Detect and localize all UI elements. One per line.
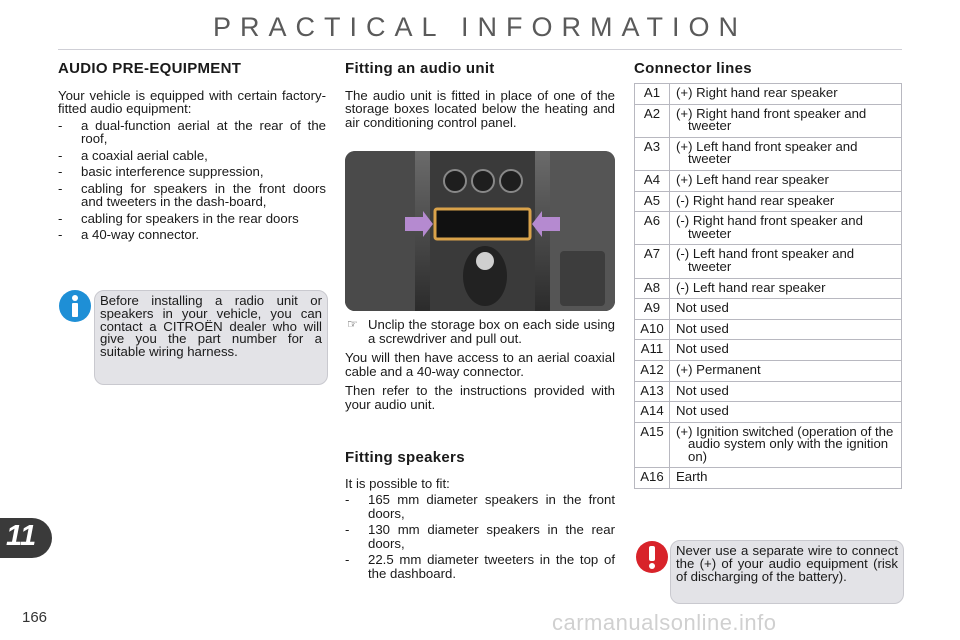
connector-description: (+) Left hand front speaker and tweeter: [669, 136, 902, 171]
page-header: PRACTICAL INFORMATION: [212, 12, 747, 42]
audio-equipment-list: -a dual-function aerial at the rear of t…: [58, 117, 326, 242]
info-note-text: Before installing a radio unit or speake…: [100, 293, 322, 360]
connector-heading: Connector lines: [634, 60, 752, 77]
connector-code: A8: [634, 277, 670, 300]
list-item: -cabling for speakers in the rear doors: [58, 210, 299, 226]
step-text: Unclip the storage box on each side usin…: [368, 317, 615, 346]
warning-note-text: Never use a separate wire to connect the…: [676, 543, 898, 584]
table-row: A4(+) Left hand rear speaker: [634, 169, 902, 192]
connector-description: (+) Right hand front speaker and tweeter: [669, 103, 902, 138]
connector-code: A12: [634, 359, 670, 382]
page-number: 166: [22, 609, 48, 626]
list-item: -22.5 mm diameter tweeters in the top of…: [345, 552, 615, 581]
info-icon: [59, 290, 91, 322]
connector-code: A5: [634, 190, 670, 213]
list-item: -basic interference suppression,: [58, 164, 264, 179]
connector-description: Not used: [669, 401, 902, 423]
connector-code: A16: [634, 467, 670, 490]
connector-description: (-) Left hand front speaker and tweeter: [669, 244, 902, 279]
audio-heading: AUDIO PRE-EQUIPMENT: [58, 60, 242, 77]
fitting-unit-para1: You will then have access to an aerial c…: [345, 350, 615, 379]
connector-code: A11: [634, 339, 670, 361]
list-item: -a coaxial aerial cable,: [58, 147, 208, 163]
connector-code: A3: [634, 136, 670, 171]
connector-description: (+) Right hand rear speaker: [669, 83, 902, 105]
connector-code: A6: [634, 211, 670, 246]
fitting-unit-para2: Then refer to the instructions provided …: [345, 383, 615, 412]
list-item: -a dual-function aerial at the rear of t…: [58, 117, 326, 146]
table-row: A7(-) Left hand front speaker and tweete…: [634, 244, 902, 279]
table-row: A8(-) Left hand rear speaker: [634, 277, 902, 300]
connector-code: A7: [634, 244, 670, 279]
header-divider: [58, 49, 902, 50]
table-row: A2(+) Right hand front speaker and tweet…: [634, 103, 902, 138]
connector-description: Not used: [669, 339, 902, 361]
table-row: A6(-) Right hand front speaker and tweet…: [634, 211, 902, 246]
table-row: A15(+) Ignition switched (operation of t…: [634, 421, 902, 469]
audio-pre-equipment-section: AUDIO PRE-EQUIPMENT Your vehicle is equi…: [58, 60, 326, 242]
warning-note-box: [670, 540, 904, 604]
connector-description: (-) Right hand front speaker and tweeter: [669, 211, 902, 246]
list-item: -a 40-way connector.: [58, 227, 200, 242]
list-item: -165 mm diameter speakers in the front d…: [345, 492, 615, 521]
audio-intro: Your vehicle is equipped with certain fa…: [58, 87, 326, 116]
connector-code: A4: [634, 169, 670, 192]
connector-code: A9: [634, 298, 670, 320]
list-item: -cabling for speakers in the front doors…: [58, 180, 326, 209]
connector-description: Not used: [669, 318, 902, 341]
fitting-speakers-section: Fitting speakers It is possible to fit: …: [345, 449, 615, 580]
connector-description: (-) Right hand rear speaker: [669, 190, 902, 213]
table-row: A3(+) Left hand front speaker and tweete…: [634, 136, 902, 171]
connector-code: A13: [634, 380, 670, 403]
list-item: -130 mm diameter speakers in the rear do…: [345, 522, 615, 551]
watermark: carmanualsonline.info: [552, 610, 777, 635]
table-row: A5(-) Right hand rear speaker: [634, 190, 902, 213]
fitting-unit-intro: The audio unit is fitted in place of one…: [345, 87, 615, 130]
connector-description: (+) Ignition switched (operation of the …: [669, 421, 902, 469]
info-note-box: [94, 290, 328, 385]
chapter-tab: [0, 518, 52, 558]
connector-code: A1: [634, 83, 670, 105]
fitting-audio-unit-section: Fitting an audio unit The audio unit is …: [345, 60, 615, 130]
connector-description: (+) Permanent: [669, 359, 902, 382]
connector-description: (+) Left hand rear speaker: [669, 169, 902, 192]
table-row: A1(+) Right hand rear speaker: [634, 83, 902, 105]
exclamation-icon: [636, 541, 668, 573]
fitting-unit-heading: Fitting an audio unit: [345, 60, 495, 77]
connector-code: A15: [634, 421, 670, 469]
connector-description: (-) Left hand rear speaker: [669, 277, 902, 300]
chapter-number: 11: [6, 520, 37, 552]
connector-description: Not used: [669, 380, 902, 403]
table-row: A12(+) Permanent: [634, 359, 902, 382]
pointing-hand-icon: ☞: [347, 317, 358, 331]
fitting-unit-steps: ☞ Unclip the storage box on each side us…: [345, 317, 615, 412]
speakers-list: -165 mm diameter speakers in the front d…: [345, 493, 615, 580]
connector-code: A14: [634, 401, 670, 423]
connector-description: Not used: [669, 298, 902, 320]
connector-description: Earth: [669, 467, 902, 490]
step-item: ☞ Unclip the storage box on each side us…: [345, 317, 615, 346]
fitting-speakers-intro: It is possible to fit:: [345, 475, 450, 491]
connector-lines-section: Connector lines: [634, 60, 904, 77]
console-photo: [345, 151, 615, 311]
fitting-speakers-heading: Fitting speakers: [345, 449, 465, 466]
connector-code: A10: [634, 318, 670, 341]
connector-code: A2: [634, 103, 670, 138]
